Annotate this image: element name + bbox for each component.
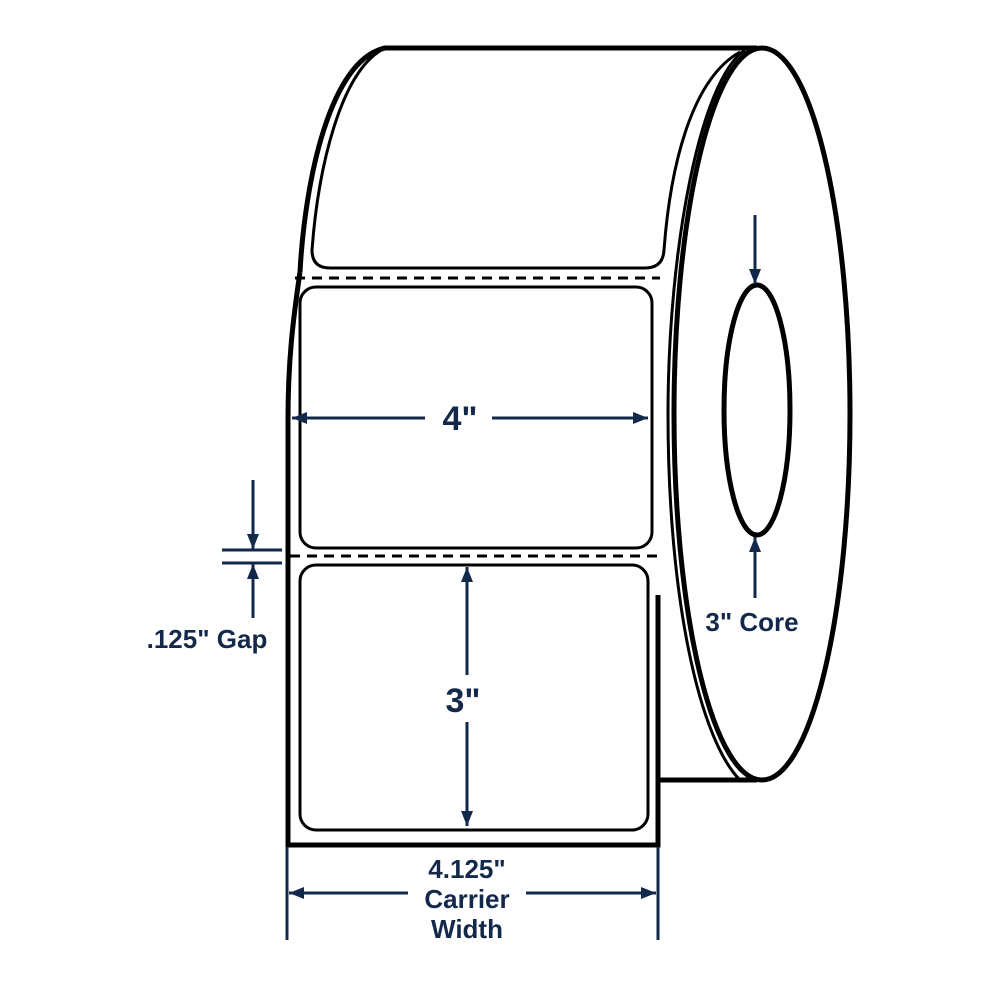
- roll-ring: [666, 48, 746, 782]
- label: [298, 563, 650, 832]
- gap-text: .125" Gap: [147, 624, 268, 654]
- label-width-dimension: 4": [292, 400, 648, 438]
- carrier-width-label-line2: Width: [431, 914, 503, 944]
- gap-dimension: .125" Gap: [147, 480, 282, 654]
- carrier-width-value: 4.125": [428, 854, 505, 884]
- core-text: 3" Core: [705, 607, 798, 637]
- carrier-web: [285, 271, 661, 848]
- roll-top-edge: [297, 45, 757, 273]
- roll-face: [671, 45, 853, 783]
- core-dimension: 3" Core: [705, 215, 799, 637]
- label-height-text: 3": [445, 682, 480, 720]
- carrier-width-label-line1: Carrier: [424, 884, 509, 914]
- label-width-text: 4": [442, 400, 477, 438]
- roll: [285, 45, 853, 848]
- label-height-dimension: 3": [445, 567, 481, 826]
- carrier-width-dimension: 4.125" Carrier Width: [285, 847, 660, 944]
- core-hole: [721, 282, 793, 538]
- label-top-partial: [310, 46, 741, 270]
